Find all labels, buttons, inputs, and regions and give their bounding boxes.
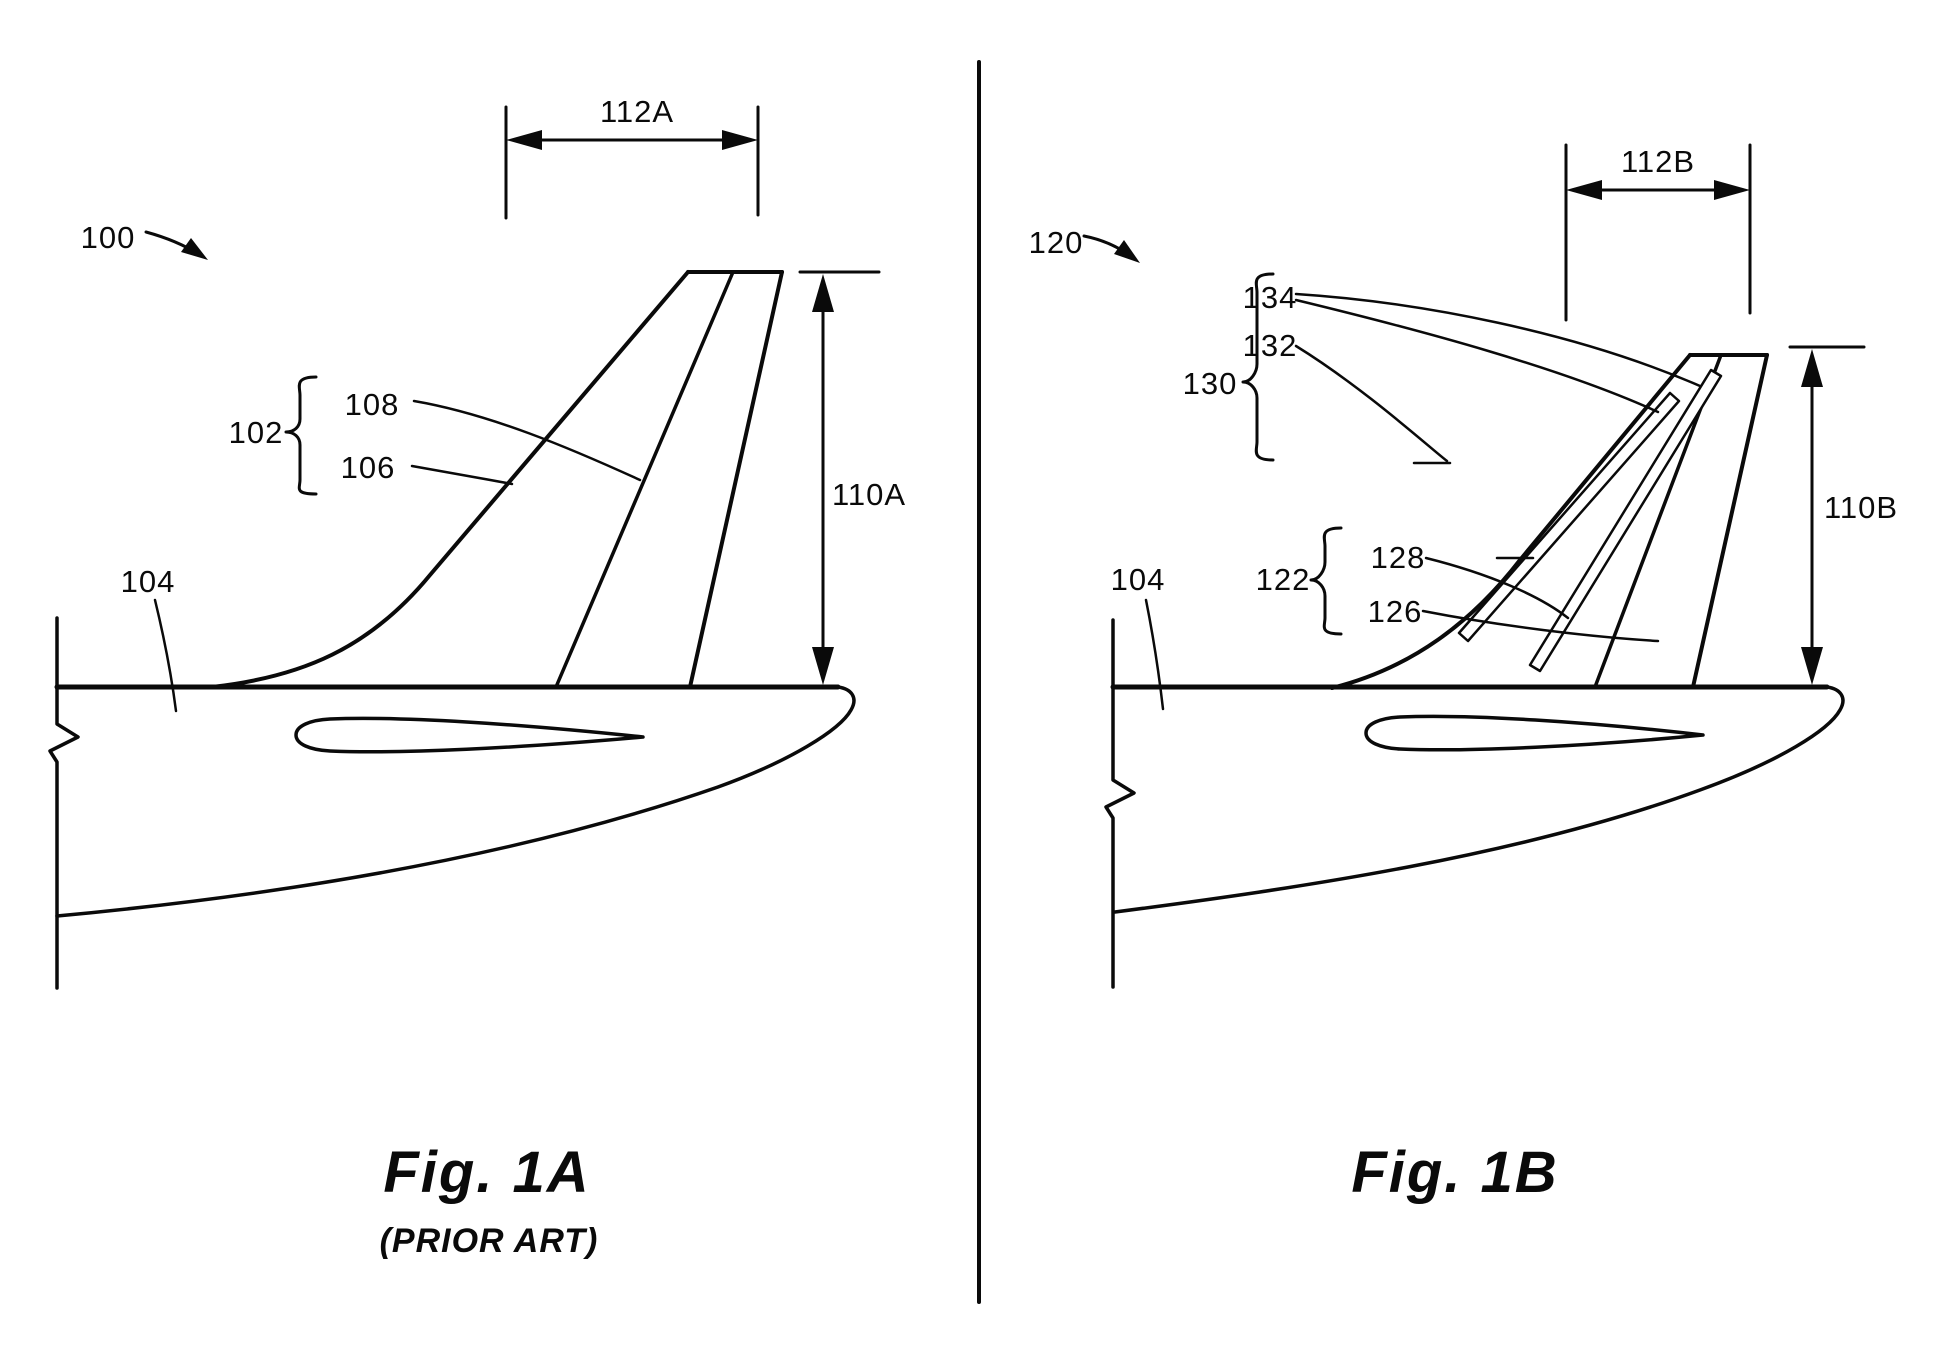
arrowhead-left-icon — [1566, 180, 1602, 200]
fuselage-break-line-1b — [1104, 618, 1136, 989]
fin-trailing-edge-1b — [1691, 353, 1769, 689]
arrowhead-right-icon — [1714, 180, 1750, 200]
dimension-110a: 110A — [798, 270, 906, 685]
fuselage-bottom-curve-1b — [1113, 685, 1845, 914]
arrowhead-left-icon — [506, 130, 542, 150]
dimension-110b: 110B — [1788, 345, 1898, 685]
ref-104a-leader-line — [153, 598, 178, 713]
caption-fig-1a: Fig. 1A — [383, 1140, 590, 1205]
arrowhead-down-icon — [1801, 647, 1823, 685]
ref-126-label: 126 — [1368, 594, 1423, 629]
fuselage-break-line-1a — [48, 616, 80, 990]
stabilizer-airfoil-1a — [294, 716, 645, 754]
ref-106-leader-line — [410, 464, 514, 486]
ref-122-label: 122 — [1256, 562, 1311, 597]
ref-102-label: 102 — [229, 415, 284, 450]
fin-leading-edge-1a — [210, 270, 690, 689]
arrowhead-up-icon — [1801, 349, 1823, 387]
fin-trailing-edge-1a — [688, 270, 784, 689]
rudder-hinge-line-1a — [554, 270, 735, 689]
dimension-112b: 112B — [1564, 143, 1752, 322]
slat-strip-outer — [1457, 391, 1681, 643]
ref-132-leader-line — [1294, 344, 1449, 463]
fin-leading-edge-1b — [1330, 353, 1692, 690]
ref-130-label: 130 — [1183, 366, 1238, 401]
ref-134-leader-line-2 — [1294, 298, 1660, 414]
dimension-112a-label: 112A — [600, 94, 674, 129]
dimension-110a-label: 110A — [832, 477, 906, 512]
slat-strip-inner — [1528, 368, 1723, 673]
caption-fig-1b: Fig. 1B — [1351, 1140, 1558, 1205]
ref-104b-leader-line — [1144, 598, 1165, 711]
brace-122-icon — [1309, 526, 1343, 636]
brace-130-icon — [1241, 272, 1275, 462]
brace-102-icon — [284, 375, 318, 496]
ref-128-label: 128 — [1371, 540, 1426, 575]
ref-128-leader-line — [1424, 556, 1570, 620]
dimension-112a: 112A — [504, 94, 760, 220]
ref-132-label: 132 — [1243, 328, 1298, 363]
fuselage-bottom-curve-1a — [55, 685, 856, 918]
arrowhead-diagonal-icon — [1114, 240, 1140, 263]
ref-134-leader-line-1 — [1294, 292, 1702, 388]
ref-104b-label: 104 — [1111, 562, 1166, 597]
arrowhead-right-icon — [722, 130, 758, 150]
ref-108-leader-line — [412, 399, 642, 482]
ref-108-label: 108 — [345, 387, 400, 422]
stabilizer-airfoil-1b — [1364, 714, 1705, 752]
arrowhead-diagonal-icon — [181, 238, 208, 260]
figure-1b: 112B 110B 120 130 134 132 122 128 126 10… — [1029, 143, 1898, 1205]
ref-134-label: 134 — [1243, 280, 1298, 315]
figure-1a: 112A 110A 100 102 108 106 104 Fig. 1A (P… — [48, 94, 906, 1260]
dimension-112b-label: 112B — [1621, 144, 1695, 179]
ref-126-leader-line — [1421, 609, 1660, 643]
arrowhead-down-icon — [812, 647, 834, 685]
ref-120-label: 120 — [1029, 225, 1084, 260]
dimension-110b-label: 110B — [1824, 490, 1898, 525]
caption-prior-art: (PRIOR ART) — [380, 1222, 599, 1260]
ref-100-label: 100 — [81, 220, 136, 255]
ref-104a-label: 104 — [121, 564, 176, 599]
ref-106-label: 106 — [341, 450, 396, 485]
arrowhead-up-icon — [812, 274, 834, 312]
